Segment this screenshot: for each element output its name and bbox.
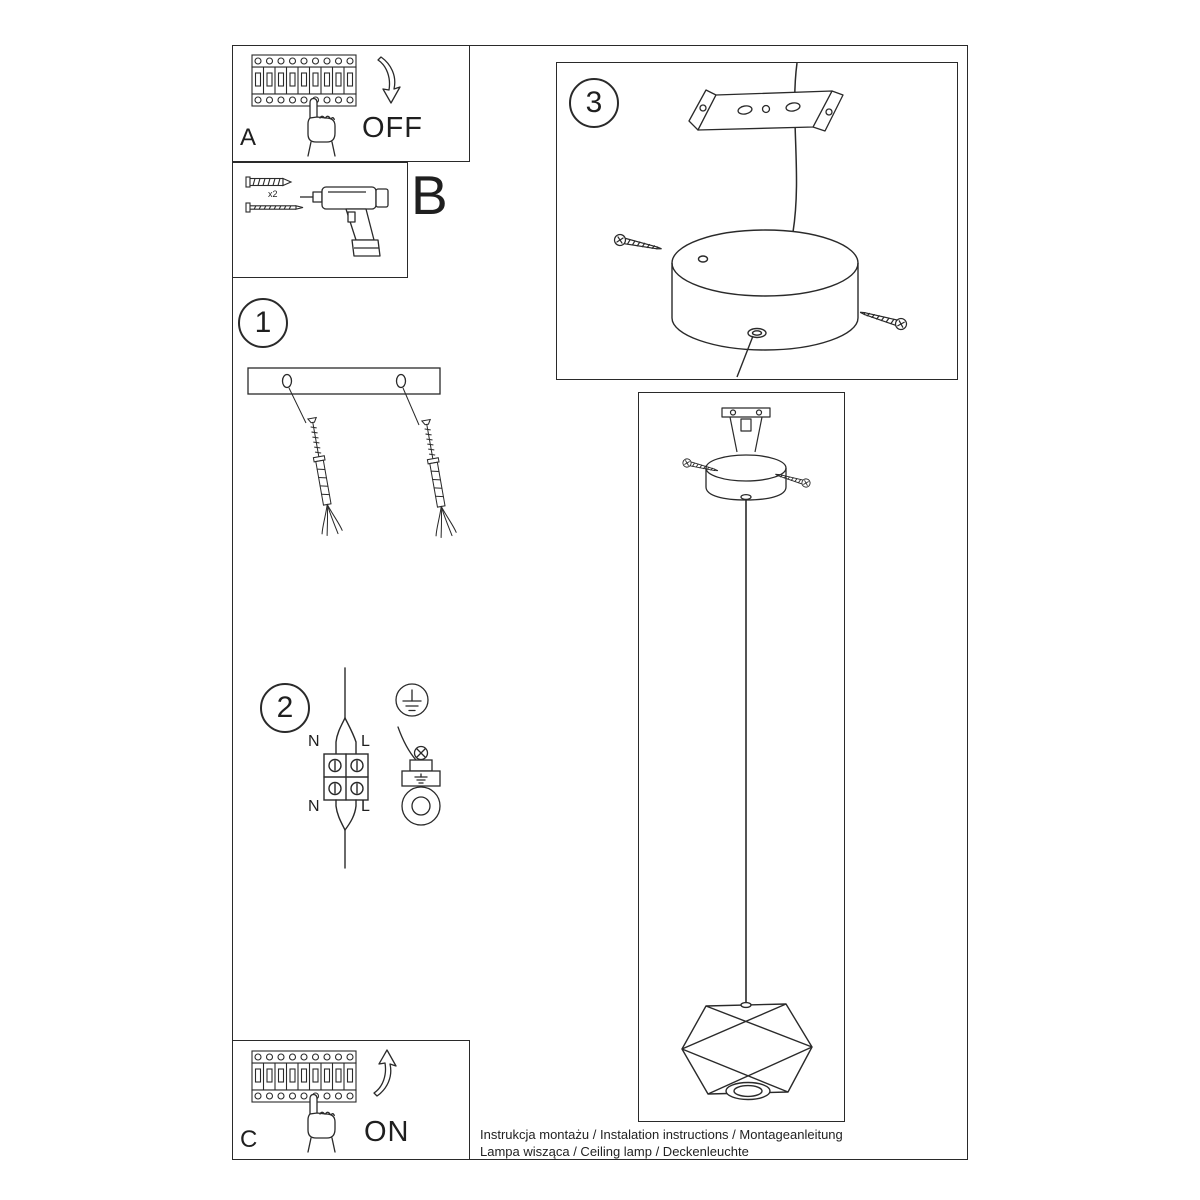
arrow-up-icon bbox=[373, 1049, 397, 1097]
hand-press-icon bbox=[307, 1093, 336, 1153]
anchor-quantity-label: x2 bbox=[268, 189, 278, 199]
mounting-screw-icon bbox=[858, 306, 909, 332]
pendant-frame bbox=[638, 392, 845, 1122]
drill-icon bbox=[299, 186, 389, 257]
pendant-canopy-icon bbox=[705, 454, 787, 501]
live-top-label: L bbox=[361, 733, 370, 750]
sheet-border bbox=[232, 45, 968, 1160]
power-on-label: ON bbox=[364, 1116, 410, 1148]
footer-product-line: Lampa wisząca / Ceiling lamp / Deckenleu… bbox=[480, 1144, 749, 1159]
ceiling-bracket-icon bbox=[688, 89, 844, 132]
wire-terminal-block-icon bbox=[323, 667, 369, 869]
mounting-plate-icon bbox=[247, 367, 441, 395]
screw-icon bbox=[245, 202, 304, 213]
hanging-bracket-icon bbox=[721, 407, 771, 453]
panel-a-label: A bbox=[240, 124, 257, 151]
geometric-lampshade-icon bbox=[681, 1001, 813, 1101]
leader-line bbox=[288, 387, 420, 426]
power-off-label: OFF bbox=[362, 112, 423, 144]
neutral-bottom-label: N bbox=[308, 798, 320, 815]
anchor-screw-icon bbox=[415, 417, 458, 539]
live-bottom-label: L bbox=[361, 798, 370, 815]
ceiling-cable-line bbox=[792, 62, 798, 233]
panel-c-frame bbox=[232, 1040, 470, 1160]
panel-c-label: C bbox=[240, 1126, 258, 1153]
step-2-badge: 2 bbox=[260, 683, 310, 733]
step-3-badge: 3 bbox=[569, 78, 619, 128]
anchor-screw-icon bbox=[301, 415, 344, 537]
step-3-frame bbox=[556, 62, 958, 380]
circuit-breaker-off-icon bbox=[251, 54, 357, 107]
footer-title-line: Instrukcja montażu / Instalation instruc… bbox=[480, 1127, 843, 1142]
neutral-top-label: N bbox=[308, 733, 320, 750]
panel-b-frame bbox=[232, 162, 408, 278]
earth-clamp-icon bbox=[397, 726, 441, 826]
step-1-badge: 1 bbox=[238, 298, 288, 348]
panel-b-label: B bbox=[411, 164, 448, 226]
hand-press-icon bbox=[307, 97, 336, 157]
mounting-screw-icon bbox=[612, 232, 664, 255]
canopy-icon bbox=[671, 229, 859, 378]
panel-a-frame bbox=[232, 45, 470, 162]
earth-symbol-icon bbox=[395, 683, 429, 717]
arrow-down-icon bbox=[377, 56, 401, 104]
wall-plug-anchor-icon bbox=[245, 176, 292, 188]
circuit-breaker-on-icon bbox=[251, 1050, 357, 1103]
